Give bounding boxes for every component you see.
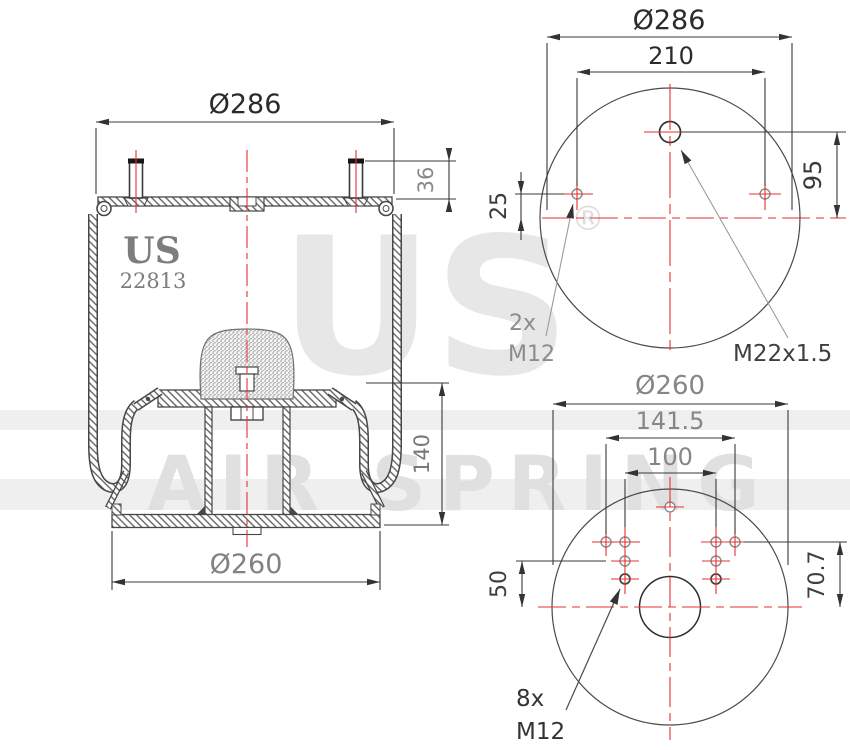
bellow-walls <box>88 214 402 510</box>
dimension-labels: Ø286 36 140 Ø260 Ø286 210 95 25 2x M12 M… <box>209 5 833 745</box>
dim-bottom-dia-label: Ø260 <box>635 371 705 401</box>
dim-row-offset-label: 50 <box>487 570 512 598</box>
bolt-thread-label: M12 <box>516 719 565 745</box>
bead-roll-left <box>96 200 112 217</box>
dimension-lines <box>95 36 847 607</box>
leader-lines <box>545 149 789 711</box>
dim-stud-spacing-label: 210 <box>648 42 694 70</box>
watermark-brand: US <box>279 197 570 418</box>
watermark-name: AIR SPRING <box>147 439 772 528</box>
dim-stud-height-label: 36 <box>414 167 438 194</box>
dim-piston-height-label: 140 <box>410 434 434 474</box>
registered-trademark-icon: ® <box>571 199 605 239</box>
leader-stud-holes <box>545 203 574 337</box>
bead-roll-right <box>378 200 394 217</box>
dim-dia-bottom-label: Ø260 <box>210 549 283 580</box>
mounting-studs <box>128 158 364 199</box>
bolt-qty-label: 8x <box>516 686 544 712</box>
dim-span-inner-label: 100 <box>647 443 693 471</box>
dim-span-outer-label: 141.5 <box>636 407 705 435</box>
dim-top-row-offset-label: 70.7 <box>805 551 830 600</box>
stud-qty-label: 2x <box>509 311 536 336</box>
dim-dia-top-label: Ø286 <box>209 89 282 120</box>
leader-air-port <box>680 149 789 339</box>
stud-thread-label: M12 <box>508 342 555 367</box>
leader-bolt-holes <box>565 588 621 711</box>
piston-dish <box>133 387 357 411</box>
dim-stud-offset-label: 25 <box>487 192 512 220</box>
port-thread-label: M22x1.5 <box>733 341 832 367</box>
dimension-arrows <box>96 33 844 607</box>
dim-top-dia-label: Ø286 <box>633 5 706 36</box>
watermark: US ® AIR SPRING <box>0 197 850 528</box>
dim-port-offset-label: 95 <box>799 160 827 191</box>
watermark-band-lower <box>0 479 850 510</box>
part-number-marking: 22813 <box>120 269 187 293</box>
part-brand-marking: US <box>123 230 180 272</box>
